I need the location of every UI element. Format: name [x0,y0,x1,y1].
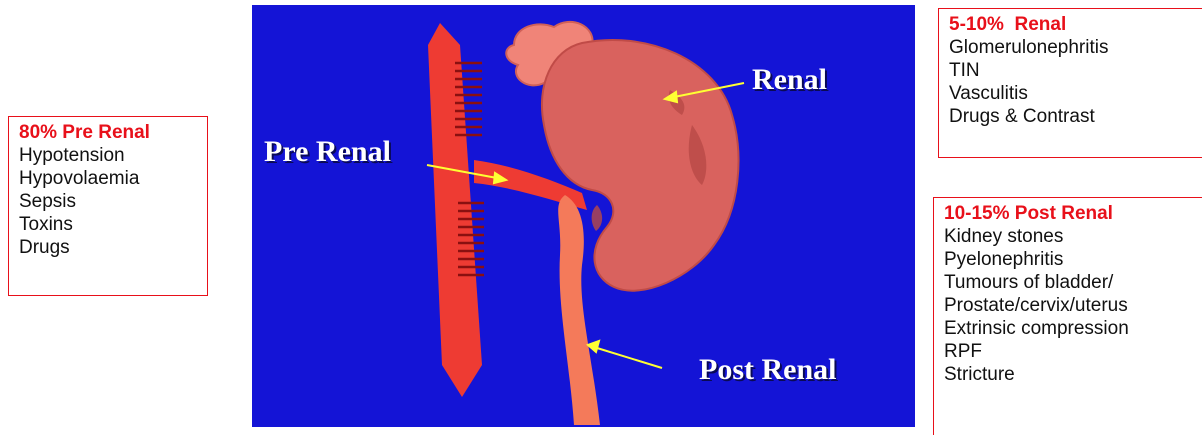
post-renal-arrow [597,348,662,368]
renal-causes-box: 5-10% Renal Glomerulonephritis TIN Vascu… [938,8,1202,158]
post-renal-heading: 10-15% Post Renal [944,202,1200,225]
pre-renal-item: Sepsis [19,190,199,213]
kidney-diagram: Renal Pre Renal Post Renal [252,5,915,427]
pre-renal-causes-box: 80% Pre Renal Hypotension Hypovolaemia S… [8,116,208,296]
renal-item: Glomerulonephritis [949,36,1195,59]
post-renal-causes-box: 10-15% Post Renal Kidney stones Pyelonep… [933,197,1202,435]
pre-renal-item: Drugs [19,236,199,259]
pre-renal-item: Toxins [19,213,199,236]
post-renal-item: Extrinsic compression [944,317,1200,340]
renal-item: Drugs & Contrast [949,105,1195,128]
pre-renal-label: Pre Renal [264,135,391,169]
pre-renal-heading: 80% Pre Renal [19,121,199,144]
post-renal-item: Kidney stones [944,225,1200,248]
renal-item: Vasculitis [949,82,1195,105]
renal-item: TIN [949,59,1195,82]
pre-renal-item: Hypotension [19,144,199,167]
renal-label: Renal [752,63,827,97]
ureter-shape [558,195,600,425]
post-renal-item: Prostate/cervix/uterus [944,294,1200,317]
post-renal-item: Pyelonephritis [944,248,1200,271]
post-renal-item: Stricture [944,363,1200,386]
pre-renal-item: Hypovolaemia [19,167,199,190]
renal-heading: 5-10% Renal [949,13,1195,36]
kidney-shading-shape [592,205,603,231]
post-renal-arrowhead [588,341,599,352]
post-renal-item: Tumours of bladder/ [944,271,1200,294]
post-renal-item: RPF [944,340,1200,363]
post-renal-label: Post Renal [699,353,837,387]
